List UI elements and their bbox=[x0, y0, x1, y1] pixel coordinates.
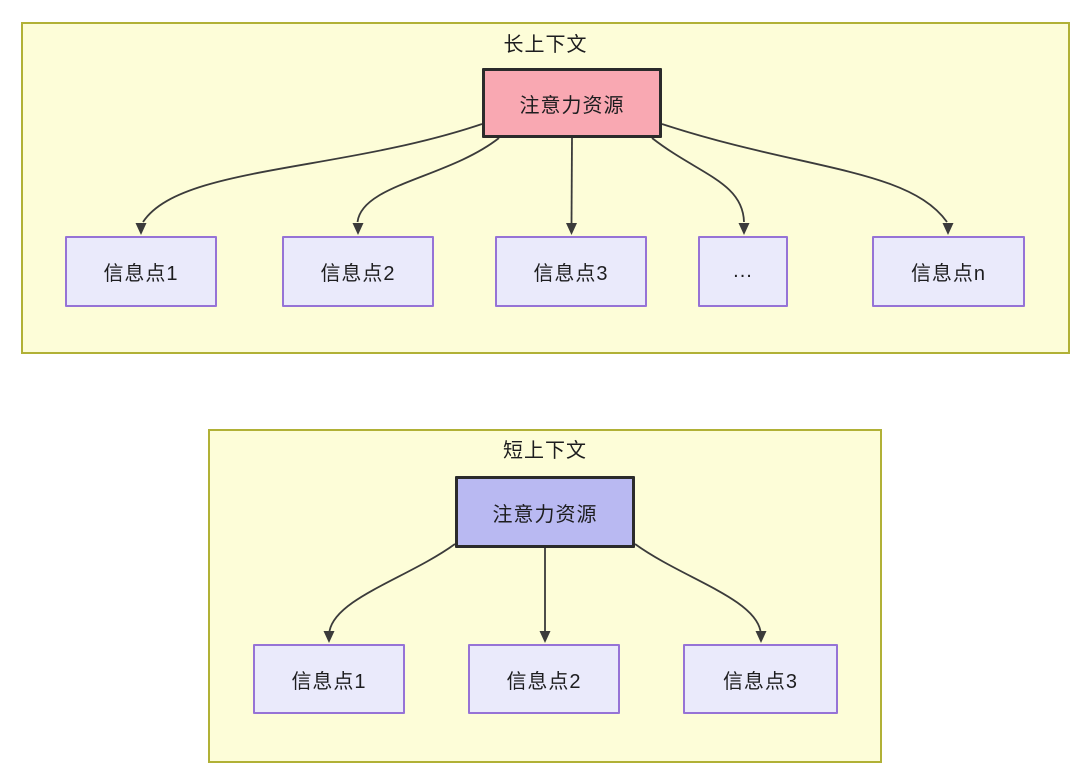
short-attention-resource-label: 注意力资源 bbox=[492, 503, 598, 526]
info-label: ... bbox=[733, 260, 753, 282]
long-info-box-1: 信息点1 bbox=[65, 236, 217, 307]
info-label: 信息点2 bbox=[506, 670, 582, 693]
short-context-title: 短上下文 bbox=[503, 440, 587, 462]
long-attention-resource-label: 注意力资源 bbox=[519, 94, 625, 117]
long-info-box-2: 信息点2 bbox=[282, 236, 434, 307]
short-info-box-3: 信息点3 bbox=[683, 644, 838, 714]
info-label: 信息点1 bbox=[291, 670, 367, 693]
info-label: 信息点n bbox=[910, 263, 987, 285]
short-info-box-2: 信息点2 bbox=[468, 644, 620, 714]
long-info-box-ellipsis: ... bbox=[698, 236, 788, 307]
long-info-box-3: 信息点3 bbox=[495, 236, 647, 307]
long-context-title: 长上下文 bbox=[503, 34, 588, 56]
info-label: 信息点3 bbox=[722, 670, 799, 693]
info-label: 信息点1 bbox=[103, 263, 179, 285]
info-label: 信息点3 bbox=[533, 263, 609, 285]
short-attention-resource-box: 注意力资源 bbox=[455, 476, 635, 548]
info-label: 信息点2 bbox=[320, 263, 396, 285]
long-attention-resource-box: 注意力资源 bbox=[482, 68, 662, 138]
short-info-box-1: 信息点1 bbox=[253, 644, 405, 714]
long-info-box-n: 信息点n bbox=[872, 236, 1025, 307]
